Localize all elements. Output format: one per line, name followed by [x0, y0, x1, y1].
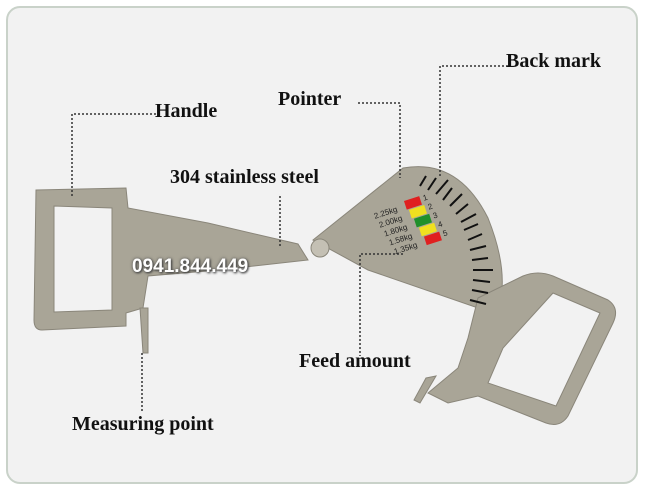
- diagram-frame: 2.25kg 2.00kg 1.80kg 1.58kg 1.35kg 1 2 3…: [6, 6, 638, 484]
- scale-ticks: [419, 175, 493, 305]
- scale-digit: 3: [432, 210, 440, 220]
- feed-tip: [413, 375, 438, 404]
- phone-number: 0941.844.449: [132, 256, 249, 277]
- left-handle: [33, 187, 309, 331]
- scale-digit: 1: [422, 193, 430, 203]
- measuring-tip: [139, 307, 149, 354]
- label-handle: Handle: [155, 100, 218, 122]
- scale-digit: 4: [437, 219, 445, 229]
- scale-digit: 5: [442, 228, 450, 238]
- label-feed-amount: Feed amount: [299, 350, 411, 372]
- label-pointer: Pointer: [278, 88, 342, 110]
- label-measuring-point: Measuring point: [72, 413, 214, 435]
- label-steel: 304 stainless steel: [170, 166, 319, 188]
- label-back-mark: Back mark: [506, 50, 601, 72]
- caliper-illustration: 2.25kg 2.00kg 1.80kg 1.58kg 1.35kg 1 2 3…: [33, 65, 617, 425]
- pivot-rivet: [310, 238, 330, 258]
- feed-scale: 2.25kg 2.00kg 1.80kg 1.58kg 1.35kg 1 2 3…: [373, 193, 450, 257]
- leader-lines: [71, 65, 508, 413]
- right-handle: [427, 272, 617, 425]
- scale-digit: 2: [427, 202, 435, 212]
